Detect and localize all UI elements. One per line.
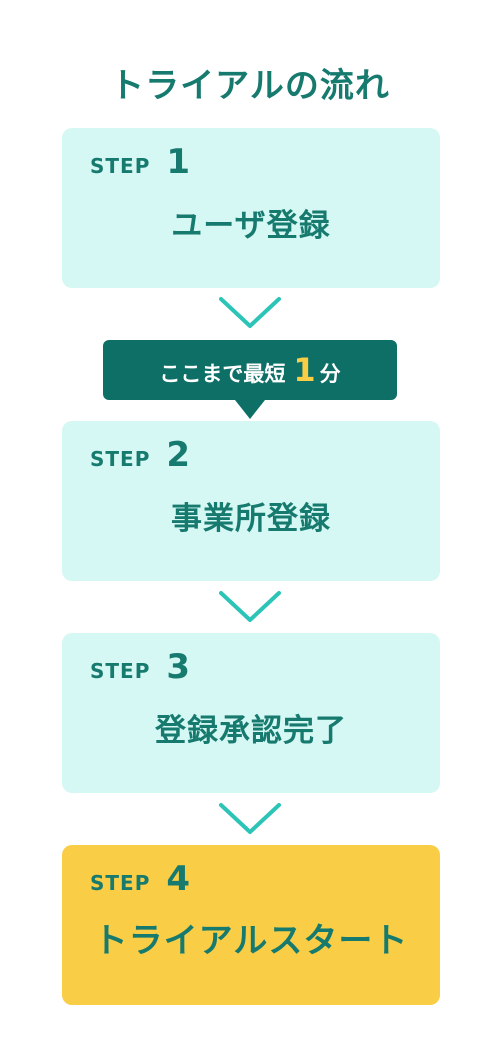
step-heading: STEP 1 [90,142,190,182]
step-label: STEP [90,871,151,895]
chevron-down-icon [219,297,281,328]
chevron-down-icon [219,591,281,622]
badge-number: 1 [293,351,316,389]
step-text: ユーザ登録 [171,208,331,244]
page-title: トライアルの流れ [110,66,390,106]
step-text: トライアルスタート [93,921,409,961]
step-card-3: STEP 3 登録承認完了 [62,633,440,793]
step-number: 4 [166,859,191,899]
step-label: STEP [90,154,151,178]
badge-pointer [235,400,265,419]
chevron-down-icon [219,803,281,834]
step-card-2: STEP 2 事業所登録 [62,421,440,581]
step-number: 2 [166,435,191,475]
badge-prefix: ここまで最短 [159,362,286,386]
step-heading: STEP 3 [90,647,190,687]
step-text: 登録承認完了 [155,713,347,749]
step-card-4: STEP 4 トライアルスタート [62,845,440,1005]
badge-unit: 分 [319,362,341,386]
step-text: 事業所登録 [171,501,331,537]
step-number: 1 [166,142,191,182]
step-label: STEP [90,447,151,471]
step-label: STEP [90,659,151,683]
step-number: 3 [166,647,191,687]
step-card-1: STEP 1 ユーザ登録 [62,128,440,288]
step-heading: STEP 4 [90,859,190,899]
step-heading: STEP 2 [90,435,190,475]
